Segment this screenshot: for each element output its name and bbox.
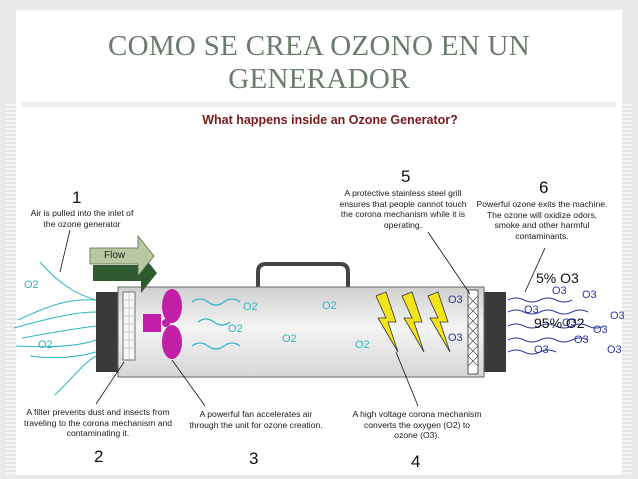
step-6-number: 6 — [539, 178, 549, 197]
title-separator — [22, 102, 616, 107]
grill-mesh — [467, 295, 479, 367]
corona-bolts — [375, 291, 451, 353]
step-3-number: 3 — [249, 449, 259, 468]
o3-molecule: O3 — [582, 289, 597, 301]
fan — [143, 289, 182, 359]
step-5-text: A protective stainless steel grill ensur… — [339, 188, 467, 230]
step-3-text: A powerful fan accelerates air through t… — [189, 409, 323, 430]
step-4-text: A high voltage corona mechanism converts… — [352, 409, 482, 440]
o2-molecule: O2 — [228, 323, 243, 335]
step-1-text: Air is pulled into the inlet of the ozon… — [30, 208, 134, 229]
slide-frame — [16, 10, 622, 475]
flow-label: Flow — [104, 250, 126, 261]
o3-molecule: O3 — [552, 285, 567, 297]
inlet-air-streams — [13, 261, 97, 396]
o2-molecule: O2 — [24, 279, 39, 291]
o3-molecule: O3 — [448, 332, 463, 344]
outlet-streams — [507, 297, 605, 355]
oxygen-percent-label: 95% O2 — [534, 315, 585, 331]
o3-molecule: O3 — [610, 310, 625, 322]
ozone-percent-label: 5% O3 — [536, 270, 579, 286]
o3-molecule: O3 — [524, 304, 539, 316]
steel-grill — [467, 289, 479, 375]
right-stripe — [622, 104, 632, 474]
o2-molecule: O2 — [38, 339, 53, 351]
step-5-number: 5 — [401, 167, 411, 186]
diagram-title: What happens inside an Ozone Generator? — [202, 113, 458, 127]
o3-molecule: O3 — [448, 294, 463, 306]
o3-molecule: O3 — [562, 317, 577, 329]
o3-molecule: O3 — [593, 324, 608, 336]
slide-title: COMO SE CREA OZONO EN UN GENERADOR — [107, 30, 531, 95]
o2-molecule: O2 — [243, 301, 258, 313]
flow-arrow — [89, 234, 157, 293]
carry-handle — [256, 262, 350, 288]
inlet-cap — [96, 292, 118, 372]
step-1-number: 1 — [72, 188, 82, 207]
o2-molecule: O2 — [355, 339, 370, 351]
filter-pattern — [123, 292, 135, 360]
o3-molecule: O3 — [607, 344, 622, 356]
left-stripe — [6, 104, 16, 474]
o3-molecule: O3 — [534, 344, 549, 356]
step-6-text: Powerful ozone exits the machine. The oz… — [476, 199, 608, 241]
step-4-number: 4 — [411, 452, 421, 471]
outlet-cap — [484, 292, 506, 372]
step-2-text: A filter prevents dust and insects from … — [23, 407, 173, 438]
o3-molecule: O3 — [574, 334, 589, 346]
step-2-number: 2 — [94, 447, 104, 466]
air-swirls — [191, 298, 241, 350]
o2-molecule: O2 — [322, 300, 337, 312]
leader-lines — [59, 229, 546, 407]
o2-molecule: O2 — [282, 333, 297, 345]
